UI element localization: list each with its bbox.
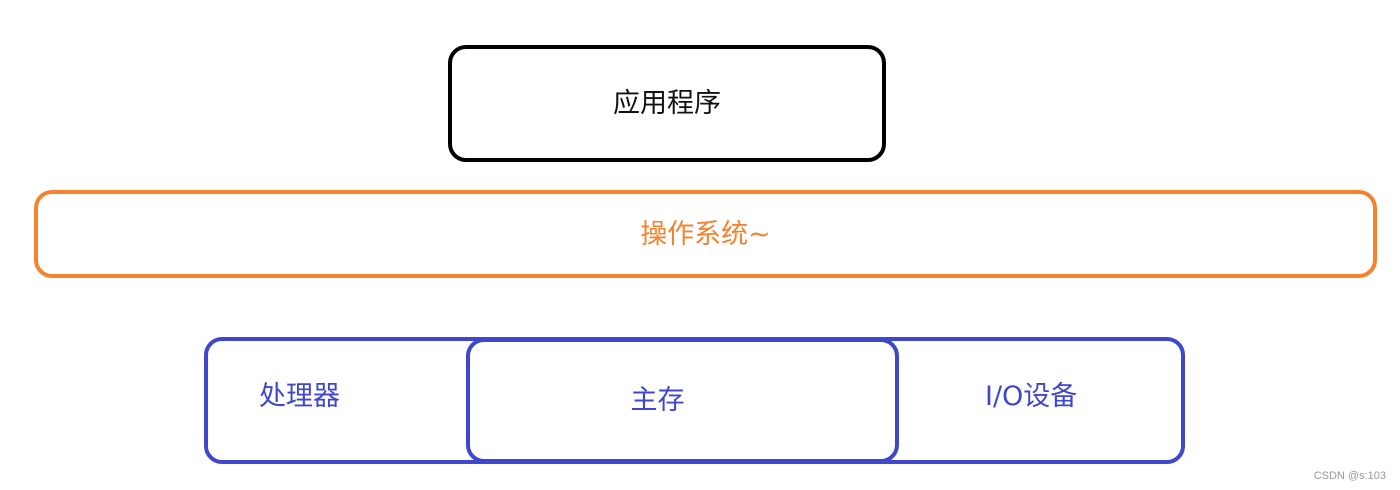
io-devices-label: I/O设备 — [985, 381, 1078, 412]
application-layer-box: 应用程序 — [448, 45, 886, 162]
watermark: CSDN @s:103 — [1313, 470, 1386, 482]
processor-label: 处理器 — [259, 381, 340, 412]
main-memory-label: 主存 — [630, 385, 685, 416]
main-memory-box: 主存 — [466, 338, 899, 463]
operating-system-layer-box: 操作系统~ — [34, 190, 1377, 278]
application-label: 应用程序 — [613, 88, 721, 119]
operating-system-label: 操作系统~ — [640, 218, 771, 250]
